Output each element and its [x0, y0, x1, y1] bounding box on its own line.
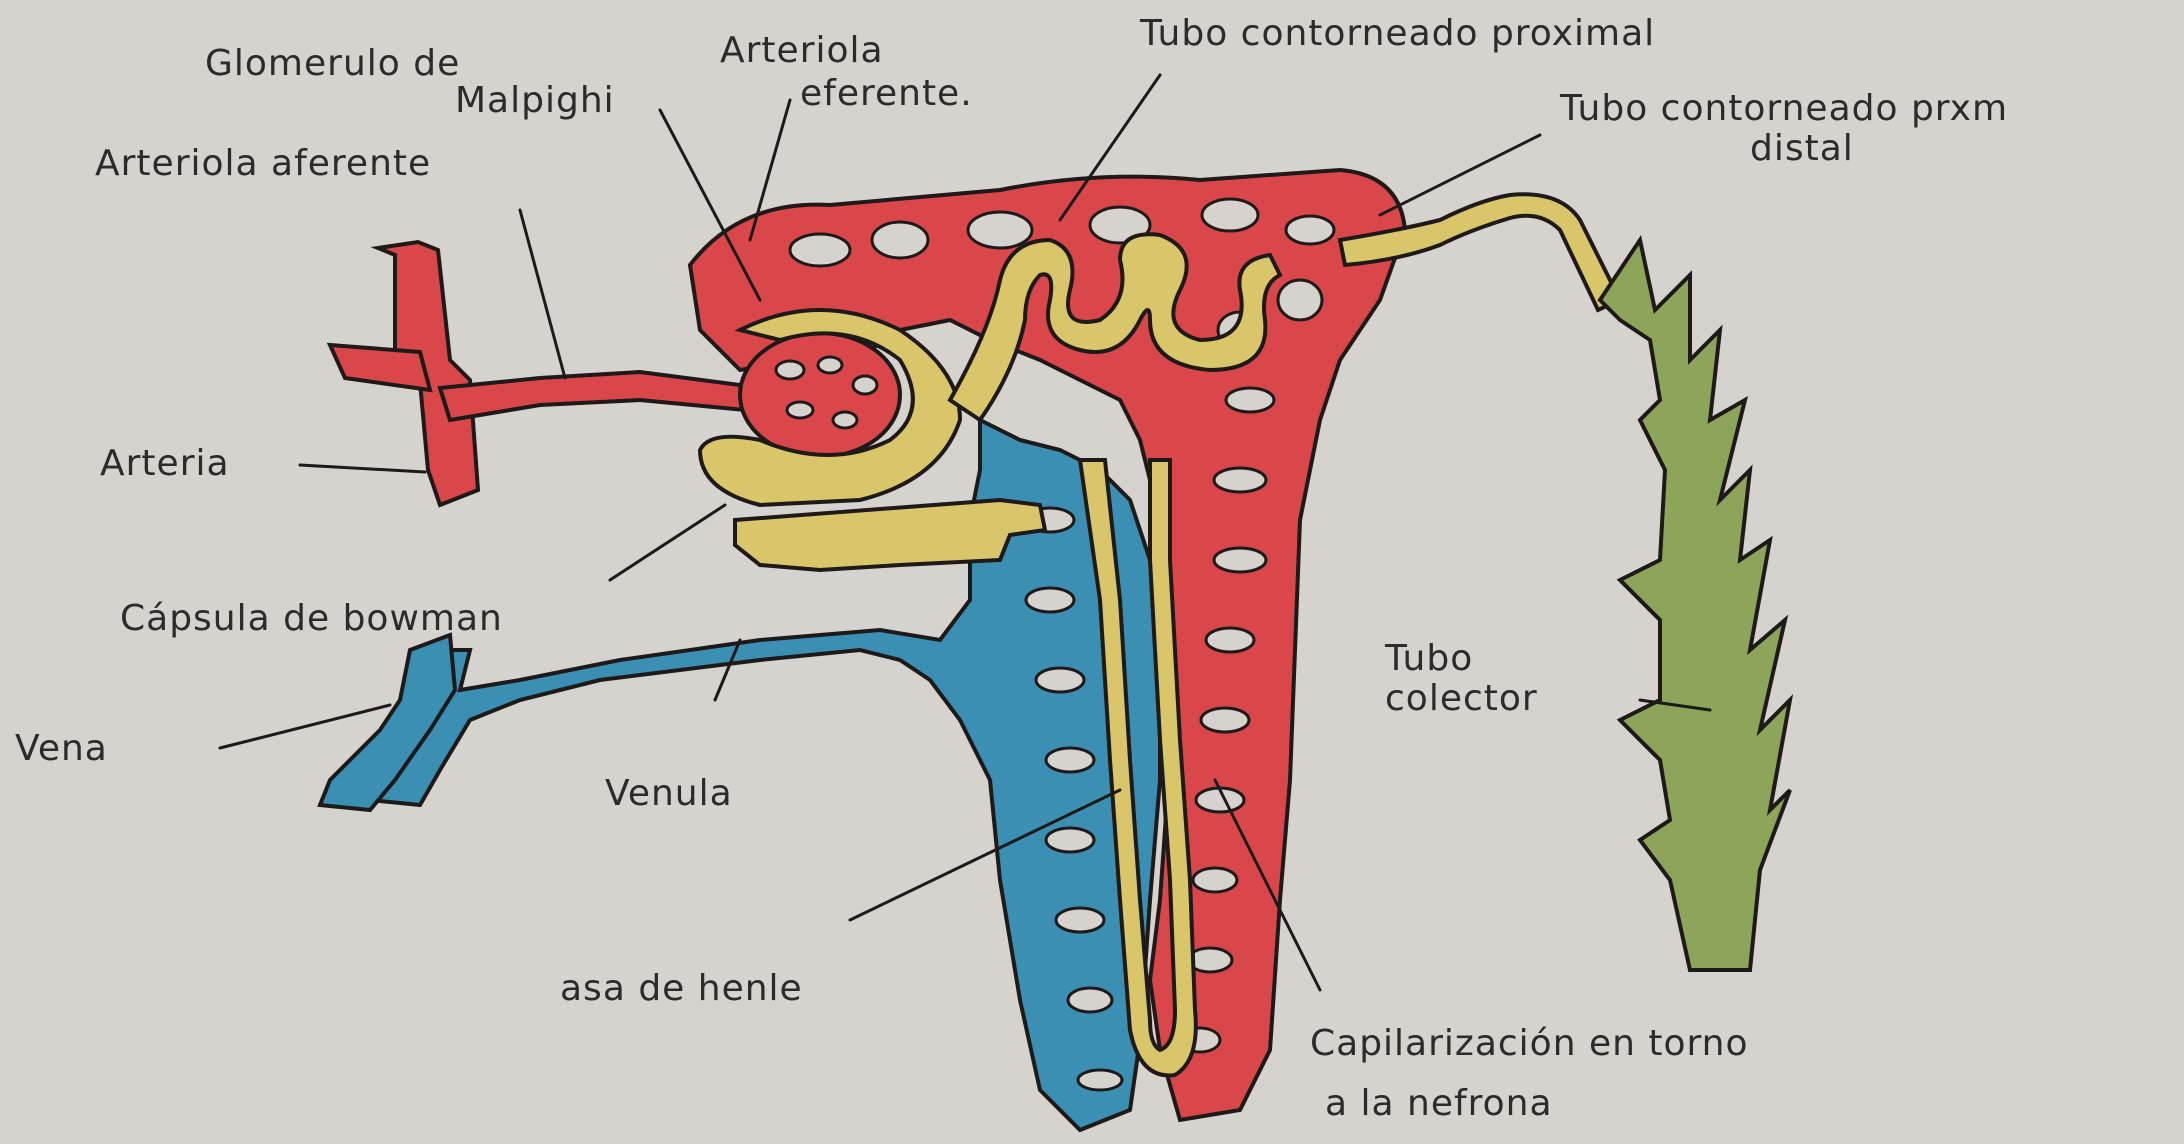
label-capilarizacion-1: Capilarización en torno	[1310, 1023, 1749, 1064]
arteriola-aferente-vessel	[440, 372, 745, 420]
label-capsula-bowman: Cápsula de bowman	[120, 598, 503, 639]
label-glomerulo-2: Malpighi	[455, 80, 615, 121]
label-arteriola-aferente: Arteriola aferente	[95, 143, 431, 184]
tubo-colector	[1600, 240, 1790, 970]
label-tubo-colector-2: colector	[1385, 678, 1538, 719]
label-tubo-proximal: Tubo contorneado proximal	[1139, 13, 1655, 54]
label-arteria: Arteria	[100, 443, 230, 484]
label-glomerulo-1: Glomerulo de	[205, 43, 460, 84]
label-vena: Vena	[15, 728, 108, 769]
label-tubo-distal-1: Tubo contorneado prxm	[1559, 88, 2008, 129]
label-asa-henle: asa de henle	[560, 968, 803, 1009]
label-capilarizacion-2: a la nefrona	[1325, 1083, 1553, 1124]
label-venula: Venula	[605, 773, 733, 814]
glomerulo	[740, 333, 900, 457]
label-tubo-distal-2: distal	[1750, 128, 1854, 169]
vena-vessel	[320, 635, 455, 810]
label-arteriola-eferente-1: Arteriola	[720, 30, 884, 71]
label-tubo-colector-1: Tubo	[1384, 638, 1473, 679]
arteria-branch	[330, 345, 430, 390]
tubule-connector	[735, 500, 1045, 570]
label-arteriola-eferente-2: eferente.	[800, 73, 973, 114]
